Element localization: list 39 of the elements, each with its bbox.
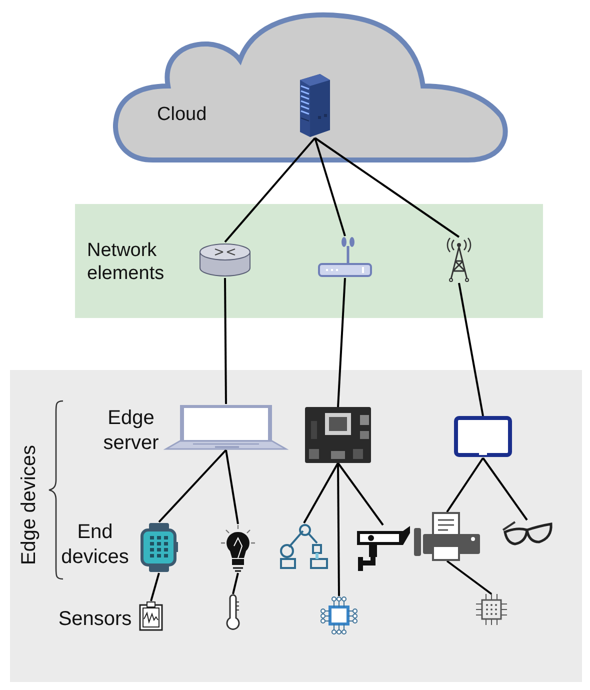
edge-band [10,370,582,682]
connector-line [337,463,340,596]
band-label: Network elements [87,240,166,286]
laptop-icon [165,404,287,450]
connector-line [224,278,227,404]
router-icon [199,242,251,278]
smartwatch-icon [140,522,178,573]
security-camera-icon [355,525,411,573]
cloud-label: Cloud [157,104,207,127]
row-label: Edge server [102,406,160,456]
microchip-icon [476,594,507,625]
printer-icon [413,512,481,561]
connector-line [446,560,492,595]
row-label: End devices [60,520,130,570]
connector-line [482,457,528,521]
row-label: Sensors [57,607,133,632]
robotic-arm-icon [279,523,329,569]
connector-line [158,449,227,523]
connector-line [458,282,484,416]
circuit-board-icon [305,407,371,463]
connector-line [337,462,384,526]
connector-line [225,450,239,524]
connector-line [224,137,316,243]
vertical-label: Edge devices [17,444,41,566]
connector-line [446,457,484,513]
connector-line [337,278,346,408]
connector-line [232,572,239,594]
wifi-router-icon [318,236,372,278]
network-band [75,204,543,318]
thermometer-icon [224,594,242,629]
connector-line [303,462,339,524]
antenna-tower-icon [445,237,473,283]
connector-line [314,137,460,238]
tablet-icon [454,416,512,458]
microchip-icon [320,596,358,635]
light-bulb-icon [220,524,256,573]
connector-line [150,572,160,602]
connector-line [314,138,346,236]
clipboard-icon [139,601,163,631]
